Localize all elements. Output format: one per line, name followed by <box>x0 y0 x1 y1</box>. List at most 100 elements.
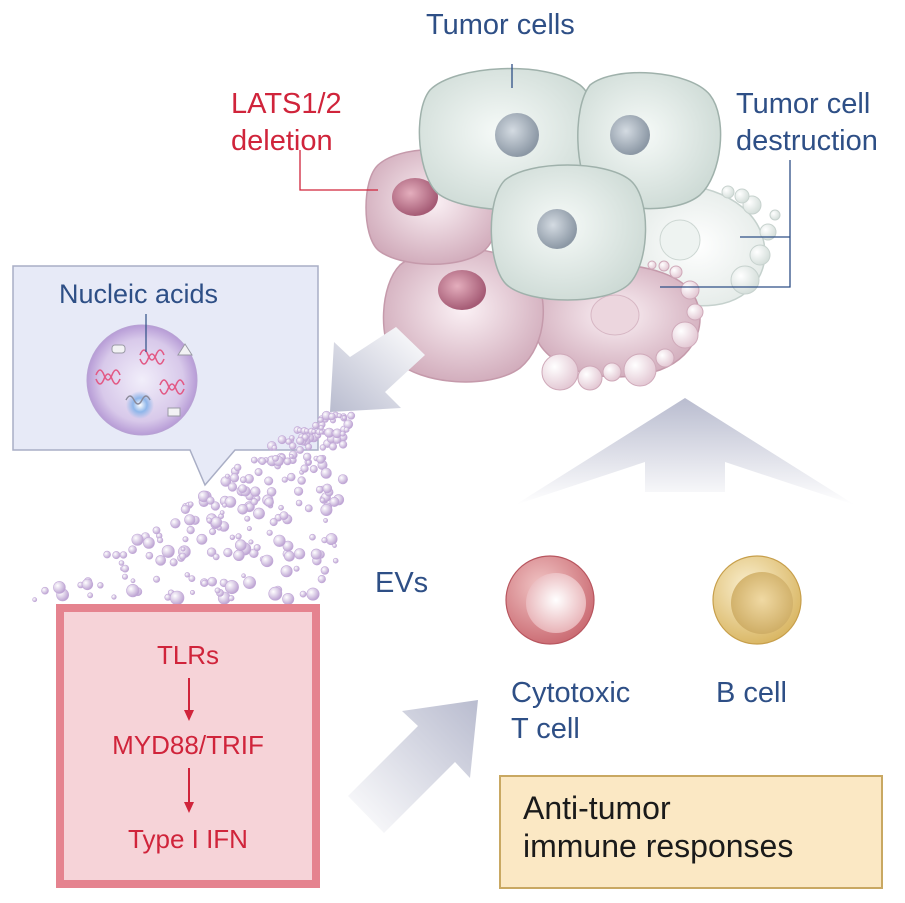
ev-dot <box>182 536 189 543</box>
ev-dot <box>347 411 356 420</box>
ev-dot <box>299 590 307 598</box>
ev-dot <box>229 534 236 540</box>
ev-dot <box>341 415 347 421</box>
ev-dot <box>128 545 137 555</box>
ev-dot <box>264 497 274 508</box>
ev-dot <box>273 534 286 547</box>
ev-dot <box>287 472 296 482</box>
ev-dot <box>304 504 313 513</box>
ev-dot <box>316 455 326 464</box>
ev-dot <box>253 507 265 520</box>
ev-dot <box>321 537 328 544</box>
ev-dot <box>325 533 338 546</box>
extracellular-vesicles <box>32 410 356 606</box>
ev-dot <box>169 590 185 606</box>
ev-dot <box>343 426 350 433</box>
ev-dot <box>296 446 304 454</box>
nucleic-acid-fragments <box>95 349 185 395</box>
ev-dot <box>268 586 283 601</box>
ev-dot <box>207 576 217 587</box>
ev-dot <box>119 551 128 559</box>
ev-dot <box>332 543 337 548</box>
label-cytotoxic-line1: Cytotoxic <box>511 677 631 709</box>
ev-dot <box>320 503 333 516</box>
ev-dot <box>306 587 320 601</box>
ev-dot <box>206 517 213 524</box>
arrow-immune-to-tumor <box>515 398 855 505</box>
ev-dot <box>295 499 303 507</box>
ev-dot <box>214 587 221 594</box>
ev-dot <box>41 586 49 595</box>
ev-dot <box>288 453 294 459</box>
ev-dot <box>222 502 228 508</box>
ev-dot <box>97 582 104 589</box>
ev-dot <box>210 501 220 511</box>
ev-dot <box>188 575 196 582</box>
ev-dot <box>253 544 261 552</box>
pathway-arrow-2 <box>184 768 194 813</box>
ev-dot <box>317 574 326 584</box>
ev-dot <box>241 573 246 579</box>
label-nucleic-acids: Nucleic acids <box>59 279 219 309</box>
ev-dot <box>320 566 330 575</box>
ev-dot <box>161 544 175 558</box>
ev-dot <box>238 484 247 493</box>
ev-dot <box>229 473 240 483</box>
ev-dot <box>318 429 324 435</box>
ev-dot <box>303 452 312 462</box>
ev-dot <box>271 444 278 451</box>
ev-dot <box>250 456 258 464</box>
ev-dot <box>122 573 129 580</box>
ev-dot <box>118 560 125 566</box>
ev-dot <box>210 516 223 528</box>
ev-dot <box>179 552 187 560</box>
ev-dot <box>81 578 94 591</box>
nucleic-acid-callout <box>12 265 319 487</box>
label-cytotoxic-line2: T cell <box>511 713 580 745</box>
ev-dot <box>201 579 209 587</box>
ev-dot <box>277 435 287 445</box>
ev-dot <box>180 546 186 552</box>
ev-dot <box>320 467 332 479</box>
ev-dot <box>32 597 38 603</box>
label-tumor-destruction-line2: destruction <box>736 125 878 157</box>
ev-dot <box>142 537 155 549</box>
ev-dot <box>311 428 317 434</box>
ev-dot <box>233 549 245 561</box>
ev-dot <box>188 501 194 508</box>
pathway-step-tlrs: TLRs <box>156 640 220 670</box>
ev-dot <box>282 592 295 605</box>
ev-dot <box>121 564 130 573</box>
ev-dot <box>294 548 306 560</box>
ev-dot <box>283 550 295 562</box>
pathway-step-myd88-trif: MYD88/TRIF <box>112 730 264 760</box>
arrow-pathway-to-immune <box>348 700 478 833</box>
b-cell <box>712 555 802 645</box>
ev-dot <box>103 550 111 559</box>
ev-dot <box>244 515 251 522</box>
ev-dot <box>319 444 327 451</box>
ev-dot <box>145 551 154 560</box>
ev-dot <box>225 473 231 479</box>
leader-lines <box>299 64 791 288</box>
ev-dot <box>315 485 324 494</box>
ev-dot <box>248 539 254 545</box>
ev-dot <box>206 547 217 557</box>
ev-dot <box>282 540 294 552</box>
ev-dot <box>339 430 346 437</box>
ev-dot <box>190 589 196 595</box>
ev-dot <box>254 468 263 477</box>
ev-dot <box>246 526 252 532</box>
ev-dot <box>293 565 300 572</box>
ev-dot <box>319 497 326 503</box>
ev-dot <box>126 583 140 598</box>
ev-dot <box>289 442 297 450</box>
ev-dot <box>53 581 66 594</box>
ev-dot <box>87 592 94 599</box>
anti-tumor-response-text: Anti-tumor immune responses <box>523 790 794 864</box>
ev-dot <box>281 476 288 483</box>
ev-dot <box>169 558 178 567</box>
ev-dot <box>250 498 259 506</box>
ev-dot <box>289 435 295 441</box>
